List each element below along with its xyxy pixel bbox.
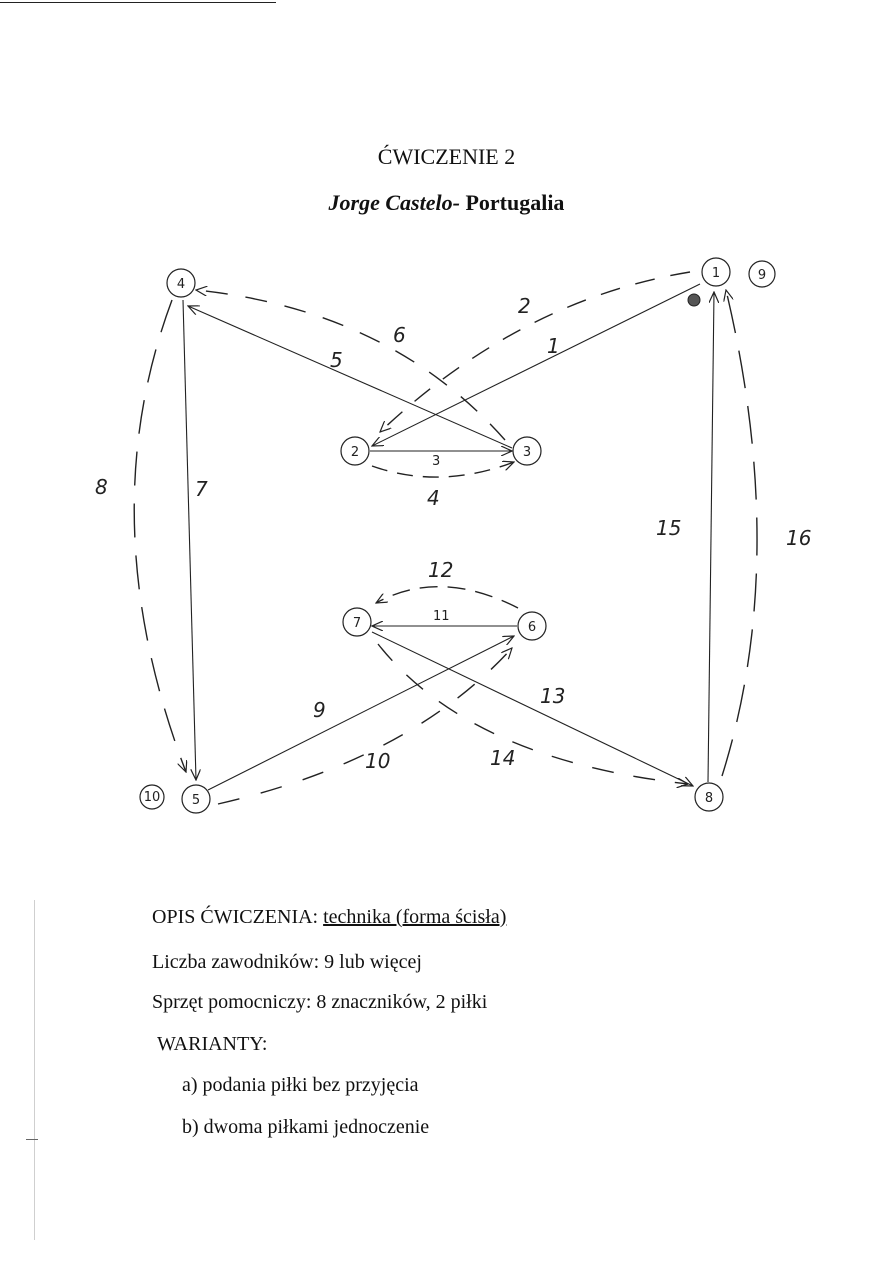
description-line: OPIS ĆWICZENIA: technika (forma ścisła)	[152, 906, 506, 929]
pass-line-15	[707, 292, 714, 783]
variants-heading: WARIANTY:	[157, 1033, 268, 1055]
sequence-label: 13	[540, 684, 565, 708]
sequence-label: 11	[433, 609, 450, 624]
sequence-label: 10	[365, 749, 390, 773]
ball-icon	[687, 293, 701, 307]
player-marker: 7	[342, 607, 372, 637]
player-marker: 6	[517, 611, 547, 641]
svg-text:3: 3	[523, 445, 531, 460]
author-country: Portugalia	[465, 190, 565, 215]
player-marker: 3	[512, 436, 542, 466]
pass-line-13	[371, 631, 693, 786]
players-count-line: Liczba zawodników: 9 lub więcej	[152, 951, 422, 973]
sequence-label: 8	[95, 475, 108, 499]
scan-margin-line	[34, 900, 35, 1240]
sequence-label: 14	[490, 746, 515, 770]
player-marker: 4	[166, 268, 196, 298]
player-marker: 2	[340, 436, 370, 466]
player-marker: 5	[181, 784, 211, 814]
run-line-2	[380, 271, 691, 432]
svg-text:9: 9	[758, 268, 766, 283]
run-line-14	[377, 643, 688, 784]
author-name: Jorge Castelo-	[328, 190, 460, 215]
exercise-diagram: 1 9 2 3 4 5 10 6 7 8 1 2 3 4 5 6 7	[95, 257, 811, 814]
svg-text:1: 1	[712, 266, 720, 281]
sequence-label: 15	[656, 516, 681, 540]
equipment-line: Sprzęt pomocniczy: 8 znaczników, 2 piłki	[152, 991, 488, 1013]
svg-text:4: 4	[177, 277, 185, 292]
variant-item: b) dwoma piłkami jednoczenie	[182, 1116, 430, 1138]
svg-text:6: 6	[528, 620, 536, 635]
sequence-label: 2	[518, 294, 531, 318]
sequence-label: 12	[428, 558, 453, 582]
run-line-12	[376, 585, 519, 609]
svg-text:2: 2	[351, 445, 359, 460]
pass-line-7	[182, 299, 196, 780]
variant-item: a) podania piłki bez przyjęcia	[182, 1074, 419, 1096]
sequence-label: 1	[547, 334, 560, 358]
run-line-16	[721, 290, 758, 777]
svg-text:5: 5	[192, 793, 200, 808]
run-line-4	[371, 462, 514, 478]
sequence-label: 16	[786, 526, 811, 550]
pass-line-1	[372, 283, 701, 446]
sequence-label: 5	[330, 348, 343, 372]
svg-text:10: 10	[144, 790, 161, 805]
svg-text:7: 7	[353, 616, 361, 631]
scan-edge-line	[0, 2, 276, 3]
page-title: ĆWICZENIE 2	[377, 144, 516, 169]
player-marker: 1	[701, 257, 731, 287]
scan-margin-tick	[26, 1139, 38, 1140]
player-marker: 8	[694, 782, 724, 812]
sequence-label: 4	[427, 486, 440, 510]
player-marker: 10	[139, 784, 165, 810]
player-marker: 9	[748, 260, 776, 288]
pass-line-9	[207, 636, 514, 791]
sequence-label: 9	[313, 698, 326, 722]
sequence-label: 7	[195, 477, 208, 501]
description-label: OPIS ĆWICZENIA:	[152, 906, 319, 928]
run-line-10	[217, 648, 512, 805]
page-subtitle: Jorge Castelo- Portugalia	[0, 190, 893, 216]
run-line-6	[196, 290, 506, 441]
pass-line-5	[188, 306, 513, 449]
run-line-8	[133, 299, 186, 772]
sequence-label: 3	[432, 454, 440, 469]
description-value: technika (forma ścisła)	[323, 906, 507, 928]
sequence-label: 6	[393, 323, 406, 347]
svg-text:8: 8	[705, 791, 713, 806]
